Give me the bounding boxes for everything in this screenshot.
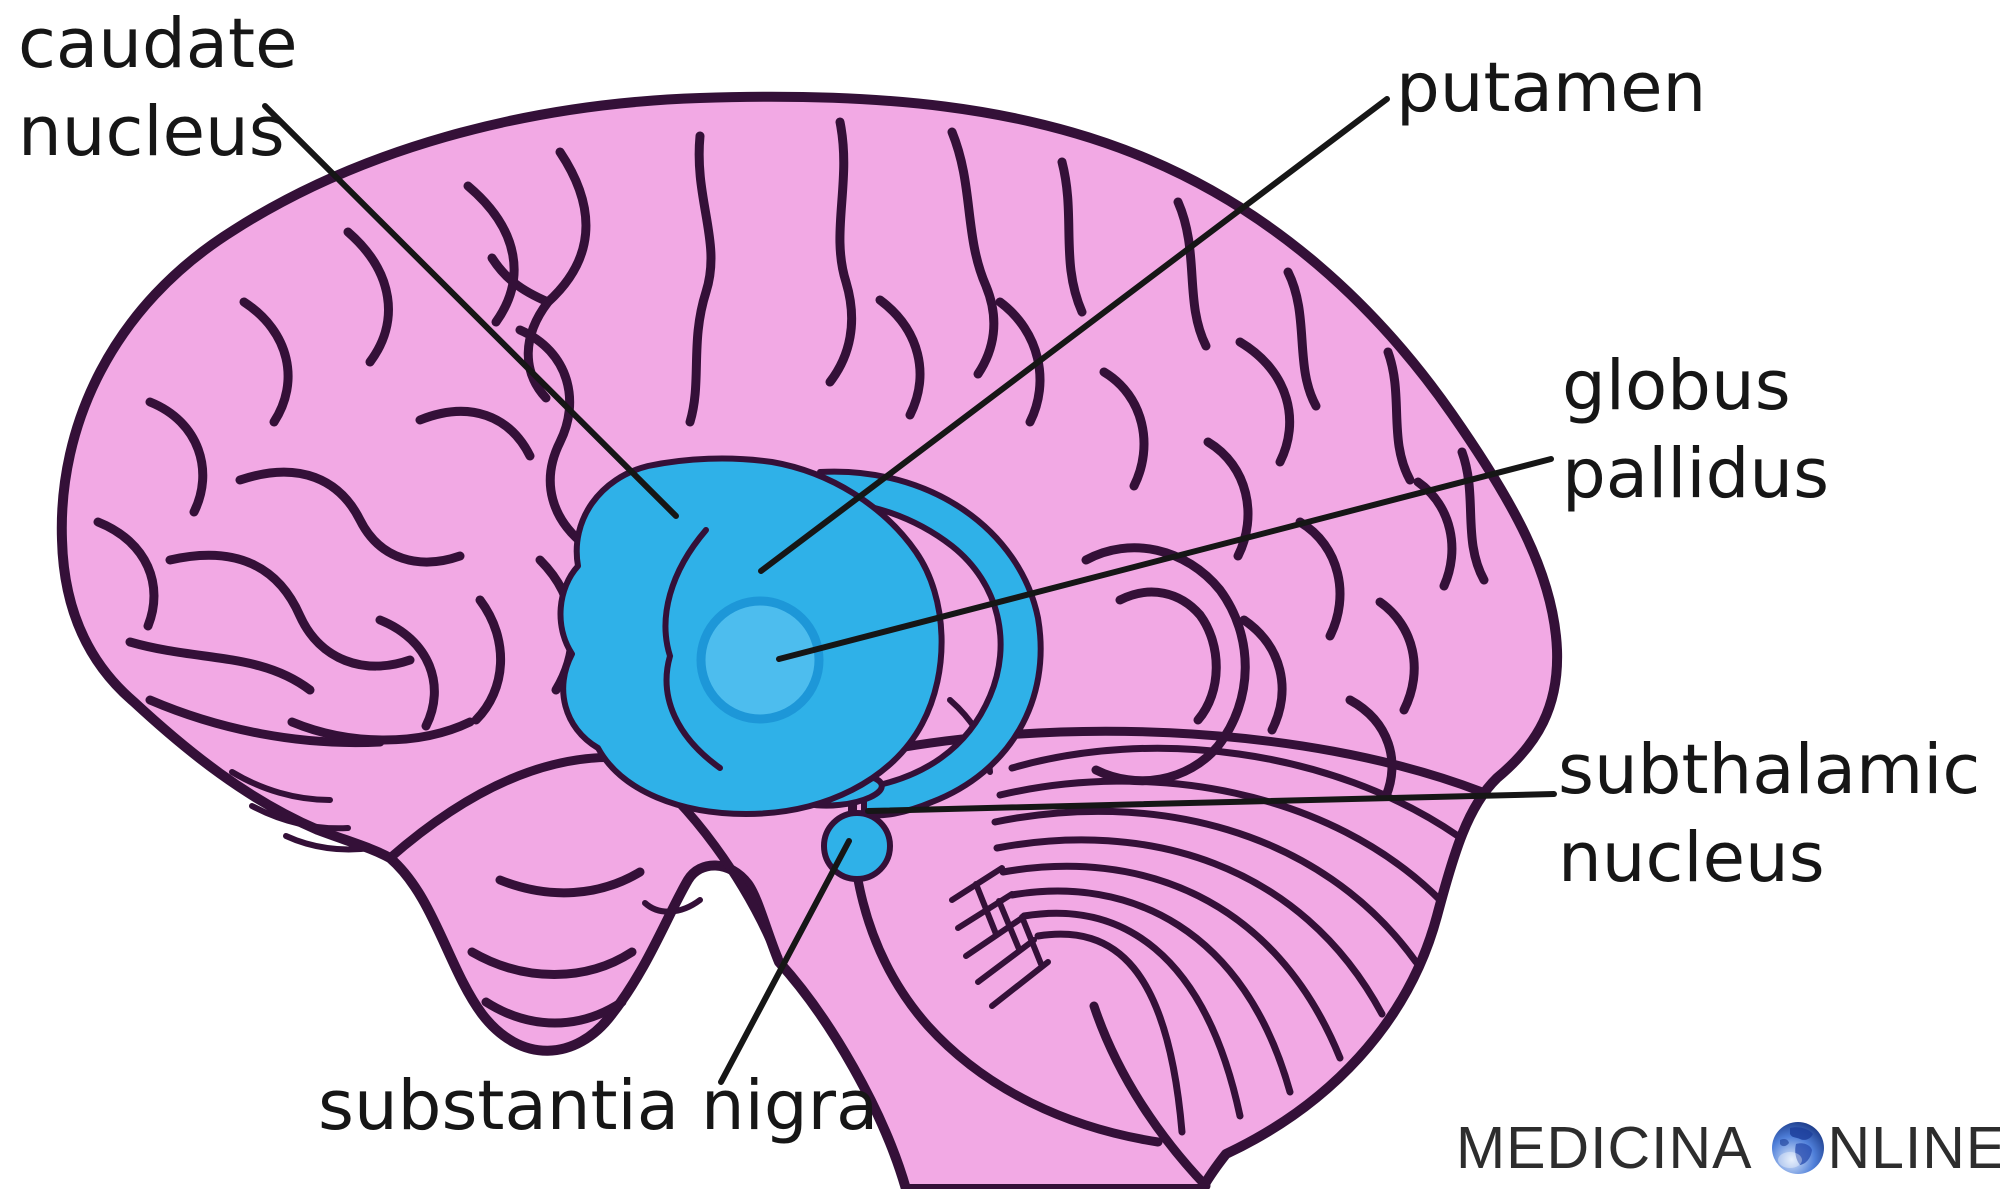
label-text: globus: [1562, 346, 1791, 426]
sulcus-tick: [229, 769, 333, 803]
sulcus-line: [481, 997, 627, 1028]
sulcus-line: [1457, 447, 1489, 585]
sulcus-line: [1081, 543, 1250, 786]
cerebellum-fold-line: [996, 777, 1444, 904]
label-subthalamic-nucleus: subthalamic nucleus: [1558, 726, 1980, 902]
cerebellum-fold-line: [1020, 909, 1244, 1120]
sulcus-line: [995, 297, 1045, 427]
sulcus-line: [471, 595, 505, 725]
label-text: pallidus: [1562, 434, 1830, 514]
sulcus-line: [515, 325, 591, 551]
putamen-leader-line: [758, 96, 1390, 574]
sulcus-line: [239, 297, 293, 427]
label-text: caudate: [18, 4, 298, 84]
caudate-nucleus-leader-line: [262, 103, 679, 519]
label-text: subthalamic: [1558, 730, 1981, 810]
sulcus-line: [1383, 347, 1415, 485]
label-substantia-nigra: substantia nigra: [318, 1062, 878, 1150]
cerebellum-fold-line: [1008, 744, 1462, 840]
sulcus-line: [1239, 615, 1287, 735]
globus-pallidus-shape: [696, 596, 824, 724]
cerebellum-top-boundary: [853, 726, 1487, 797]
sulcus-line: [495, 867, 645, 898]
label-caudate-nucleus: caudate nucleus: [18, 0, 298, 176]
watermark-text-left: MEDICINA: [1456, 1115, 1753, 1181]
sulcus-line: [825, 117, 857, 387]
sulcus-line: [145, 397, 208, 517]
sulcus-line: [1057, 157, 1087, 317]
sulcus-line: [1283, 267, 1321, 411]
sulcus-tick: [283, 833, 373, 853]
label-text: substantia nigra: [318, 1066, 879, 1146]
sulcus-line: [947, 127, 999, 379]
putamen-boundary-line: [662, 527, 723, 771]
sulcus-line: [1235, 337, 1295, 467]
subthalamic-nucleus-leader-line: [865, 791, 1557, 814]
cerebellum-fold-line: [991, 807, 1420, 966]
label-text: putamen: [1396, 48, 1707, 128]
sulcus-line: [467, 947, 637, 979]
label-text: nucleus: [1558, 818, 1825, 898]
cerebellum-hatch: [963, 915, 1025, 959]
sulcus-line: [685, 131, 716, 427]
cerebellum-hatch: [989, 959, 1051, 1009]
globus-pallidus-leader-line: [776, 456, 1554, 662]
sulcus-line: [1099, 367, 1149, 491]
cerebellum-hatch: [973, 881, 999, 937]
sulcus-line: [415, 407, 535, 461]
watermark-text-right: NLINE: [1827, 1115, 2000, 1181]
sulcus-line: [235, 467, 465, 567]
sulcus-line: [125, 637, 315, 695]
sulcus-line: [1375, 597, 1419, 715]
sulcus-line: [145, 695, 385, 748]
cerebellum-fold-line: [1008, 887, 1294, 1096]
sulcus-tick: [642, 897, 703, 915]
sulcus-line: [343, 227, 393, 367]
brainstem-edge-line: [1089, 1001, 1211, 1189]
sulcus-tick: [249, 803, 351, 832]
label-putamen: putamen: [1396, 44, 1706, 132]
sulcus-line: [875, 295, 925, 420]
cerebellum: [847, 726, 1487, 1189]
cerebral-sulci: [93, 117, 1489, 1028]
cerebellum-hatch: [996, 898, 1022, 952]
sulcus-line: [375, 615, 439, 731]
sulcus-line: [93, 517, 159, 631]
sulcus-line: [463, 181, 519, 327]
sulcus-line: [1345, 695, 1397, 801]
cerebellum-hatch: [1019, 914, 1044, 967]
cerebellum-fold-line: [1034, 930, 1186, 1136]
sylvian-fissure-line: [385, 752, 633, 863]
label-text: nucleus: [18, 92, 285, 172]
sulcus-line: [1173, 197, 1211, 351]
substantia-nigra-leader-line: [718, 838, 852, 1085]
medicina-online-watermark: MEDICINA NLINE: [1456, 1114, 2000, 1182]
leader-lines: [262, 96, 1557, 1085]
sulcus-line: [1203, 437, 1253, 561]
cerebellum-fold-line: [993, 836, 1386, 1018]
sulcus-line: [1115, 587, 1221, 725]
sulcus-line: [1295, 517, 1345, 641]
cerebellum-fold-line: [999, 862, 1344, 1062]
globe-icon: [1770, 1120, 1826, 1176]
cerebellum-hatch: [975, 937, 1037, 985]
sulcus-line: [165, 550, 415, 671]
label-globus-pallidus: globus pallidus: [1562, 342, 1829, 518]
